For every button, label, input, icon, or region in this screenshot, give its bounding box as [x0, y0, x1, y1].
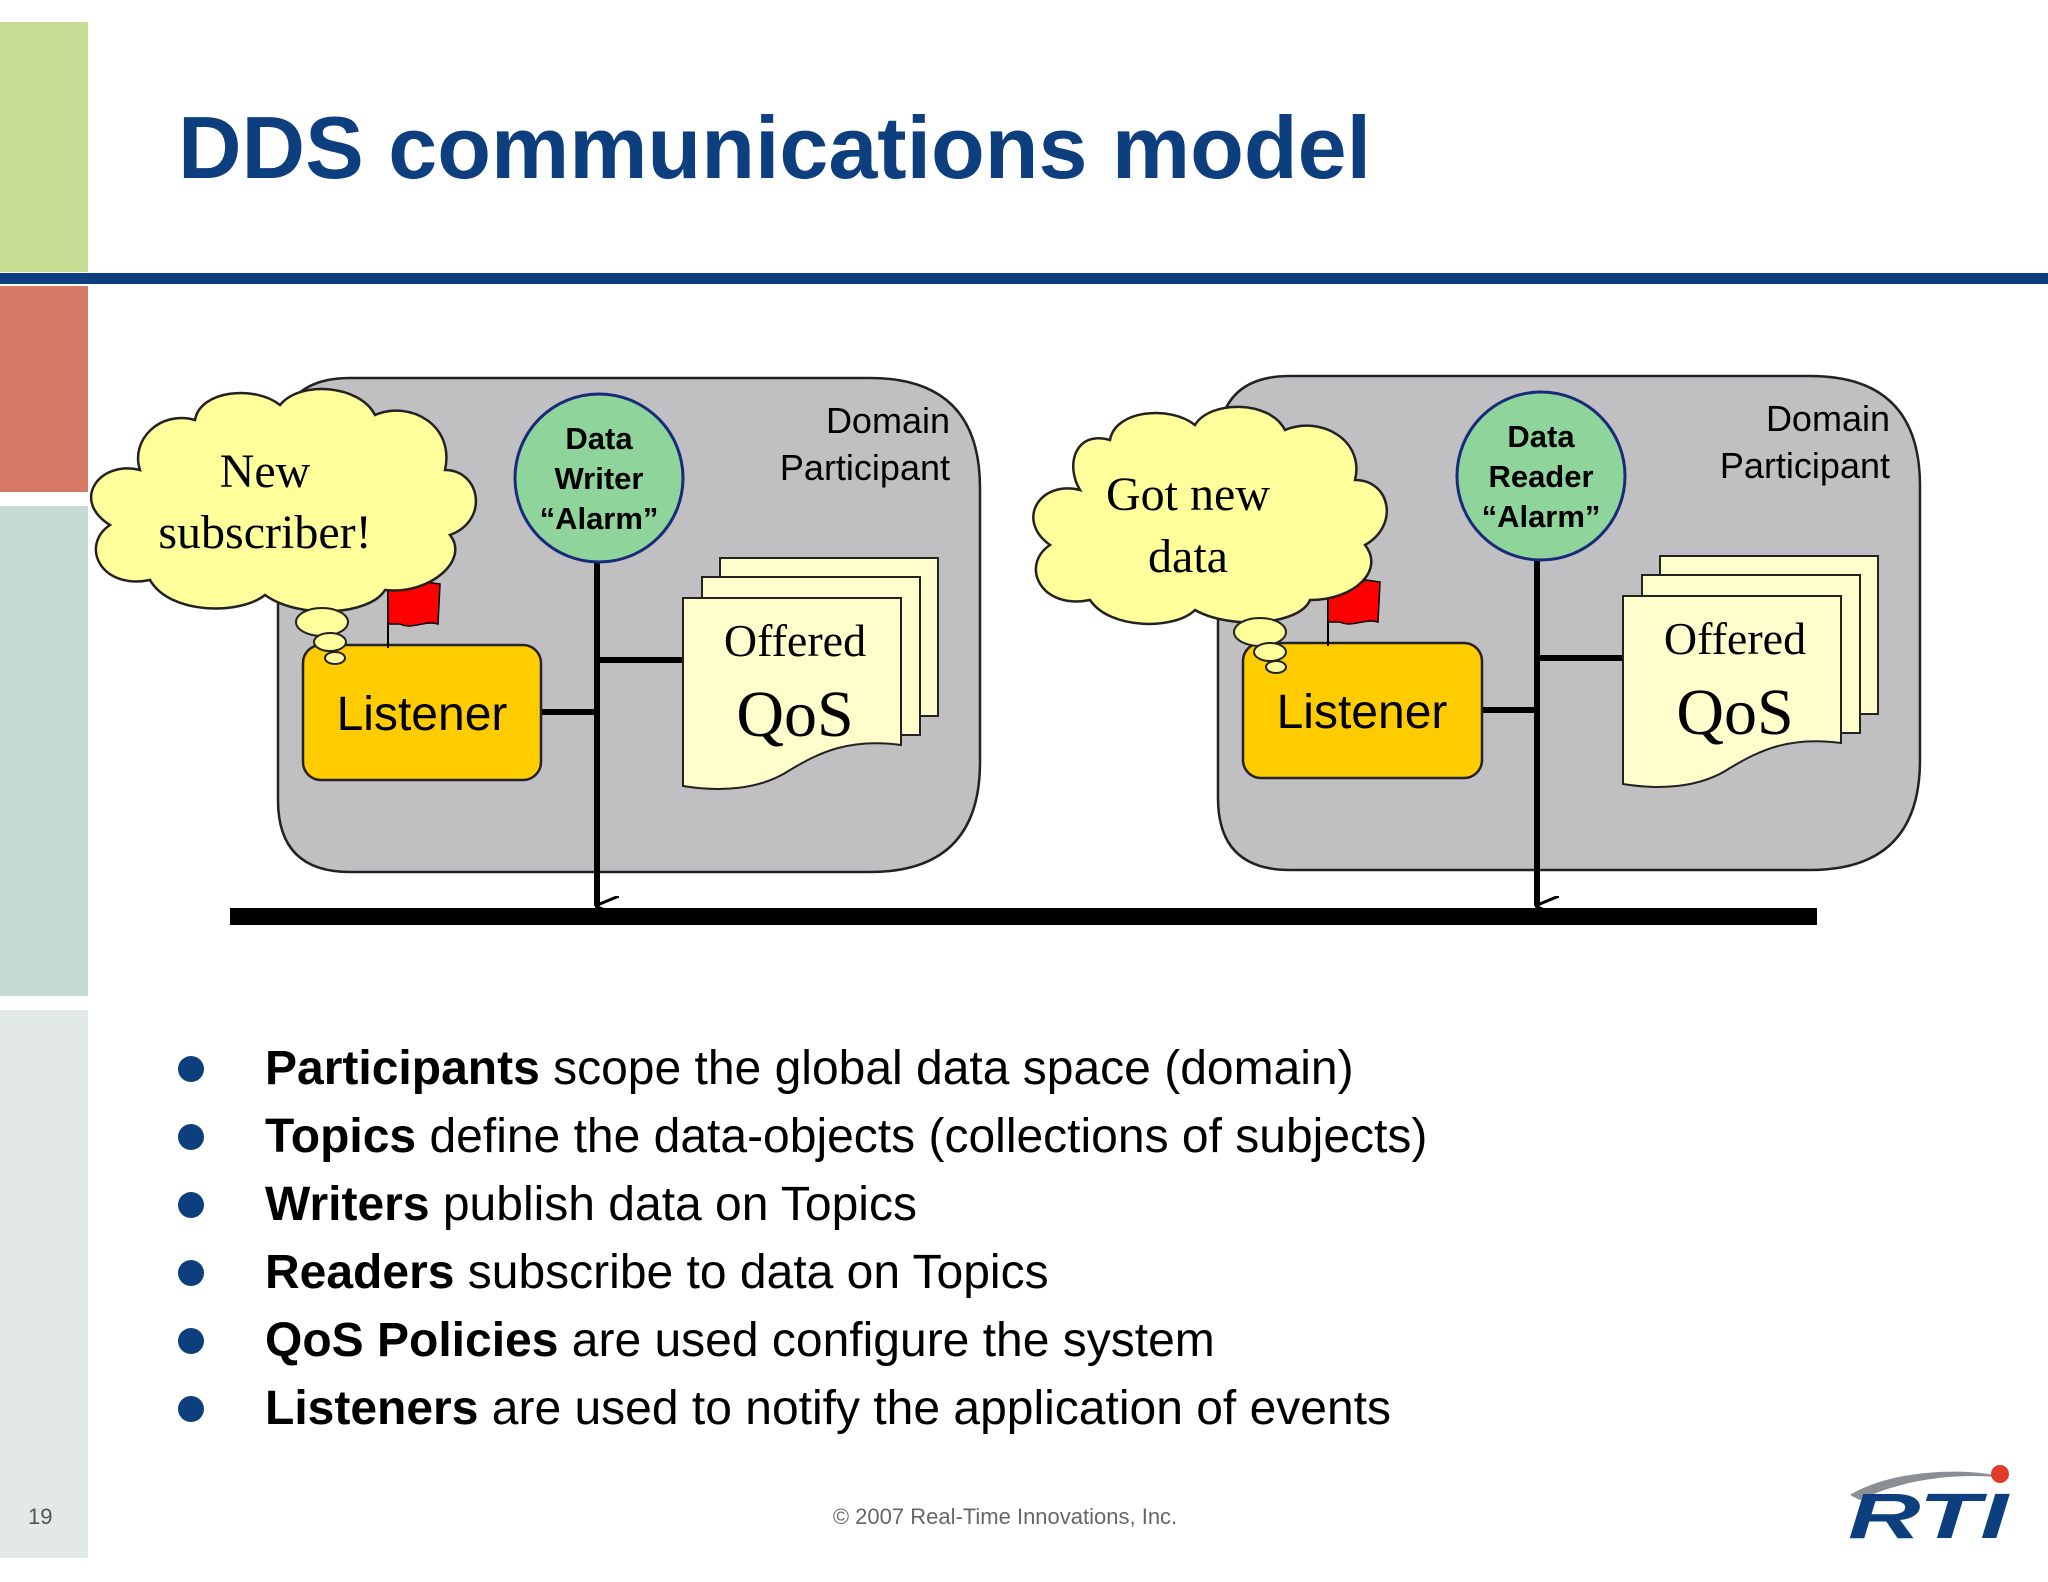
title-rule — [0, 273, 2048, 284]
bullet-list: Participants scope the global data space… — [170, 1035, 1427, 1443]
bullet-description: are used configure the system — [558, 1314, 1215, 1367]
data-writer-label-line1: Data — [565, 421, 633, 456]
left-thought-cloud: New subscriber! — [89, 387, 478, 665]
data-reader-label-line3: “Alarm” — [1482, 499, 1601, 534]
left-qos-label-line1: Offered — [724, 615, 866, 666]
right-participant-label-line2: Participant — [1720, 445, 1890, 486]
data-writer-circle — [513, 392, 685, 564]
accent-strip-red — [0, 286, 88, 492]
bullet-term: QoS Policies — [265, 1314, 559, 1367]
bullet-term: Listeners — [265, 1382, 479, 1435]
right-participant-label-line1: Domain — [1766, 398, 1890, 439]
page-number: 19 — [28, 1504, 53, 1529]
left-participant-label-line1: Domain — [826, 400, 950, 441]
left-listener-label: Listener — [337, 688, 508, 741]
left-qos-label-line2: QoS — [736, 678, 853, 751]
accent-strip-pale — [0, 1010, 88, 1558]
right-listener-box — [1241, 641, 1484, 780]
bullet-item: Topics define the data-objects (collecti… — [170, 1103, 1427, 1171]
bullet-dot-icon — [178, 1056, 204, 1082]
data-writer-label-line2: Writer — [554, 461, 643, 496]
left-participant-label-line2: Participant — [780, 447, 950, 488]
right-offered-qos-doc: Offered QoS — [1622, 555, 1879, 788]
accent-strip-teal — [0, 506, 88, 996]
right-listener-label: Listener — [1277, 686, 1448, 739]
data-reader-label-line1: Data — [1507, 419, 1575, 454]
global-data-bus — [230, 908, 1817, 925]
bullet-dot-icon — [178, 1124, 204, 1150]
right-cloud-label-line1: Got new — [1106, 468, 1270, 521]
bullet-dot-icon — [178, 1328, 204, 1354]
right-cloud-label-line2: data — [1148, 530, 1228, 583]
rti-logo: RTI — [1848, 1465, 2015, 1550]
data-reader-circle — [1455, 390, 1627, 562]
bullet-description: subscribe to data on Topics — [454, 1246, 1049, 1299]
accent-strip-green — [0, 22, 88, 272]
left-cloud-label-line2: subscriber! — [158, 506, 371, 559]
right-domain-participant: Domain Participant Data Reader “Alarm” O… — [1032, 374, 1922, 906]
dds-diagram: Domain Participant Data Writer “Alarm” O… — [89, 374, 1922, 925]
bullet-description: publish data on Topics — [429, 1178, 917, 1231]
bullet-term: Writers — [265, 1178, 430, 1231]
right-qos-label-line1: Offered — [1664, 613, 1806, 664]
bullet-dot-icon — [178, 1396, 204, 1422]
left-listener-box — [301, 643, 543, 782]
slide-title: DDS communications model — [178, 98, 1372, 197]
right-thought-cloud: Got new data — [1032, 405, 1389, 674]
bullet-description: are used to notify the application of ev… — [478, 1382, 1392, 1435]
bullet-item: QoS Policies are used configure the syst… — [170, 1307, 1427, 1375]
bullet-description: define the data-objects (collections of … — [416, 1110, 1428, 1163]
bullet-item: Writers publish data on Topics — [170, 1171, 1427, 1239]
bullet-term: Topics — [265, 1110, 417, 1163]
left-offered-qos-doc: Offered QoS — [682, 557, 939, 790]
bullet-item: Readers subscribe to data on Topics — [170, 1239, 1427, 1307]
right-qos-label-line2: QoS — [1676, 676, 1793, 749]
bullet-description: scope the global data space (domain) — [539, 1042, 1354, 1095]
rti-logo-text: RTI — [1848, 1480, 2010, 1550]
data-reader-label-line2: Reader — [1488, 459, 1593, 494]
bullet-item: Participants scope the global data space… — [170, 1035, 1427, 1103]
bullet-item: Listeners are used to notify the applica… — [170, 1375, 1427, 1443]
bullet-dot-icon — [178, 1192, 204, 1218]
bullet-dot-icon — [178, 1260, 204, 1286]
copyright-notice: © 2007 Real-Time Innovations, Inc. — [832, 1504, 1178, 1529]
left-cloud-label-line1: New — [220, 445, 311, 498]
bullet-term: Readers — [265, 1246, 455, 1299]
left-domain-participant: Domain Participant Data Writer “Alarm” O… — [89, 376, 982, 906]
data-writer-label-line3: “Alarm” — [540, 501, 659, 536]
bullet-term: Participants — [265, 1042, 540, 1095]
